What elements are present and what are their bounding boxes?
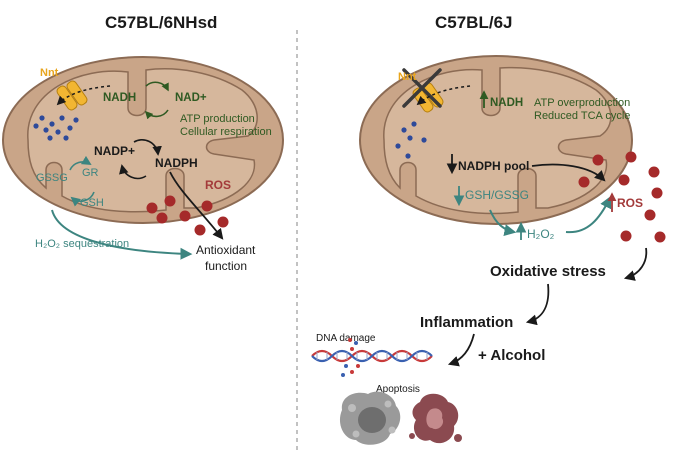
left-nad-plus-label: NAD+ [175, 92, 207, 104]
left-nadph-cycle-icon [119, 139, 162, 180]
left-proton-dots [33, 115, 79, 141]
left-atp-line1: ATP production [180, 113, 255, 125]
right-inflammation-to-dna-arrow [447, 333, 475, 367]
right-atp-line2: Reduced TCA cycle [534, 110, 630, 122]
right-nnt-label: Nnt [398, 71, 417, 83]
right-proton-dots [395, 121, 427, 159]
left-title: C57BL/6NHsd [105, 13, 217, 32]
right-inflammation-label: Inflammation [420, 314, 513, 331]
right-ros-to-stress-arrow [623, 247, 648, 281]
right-gsh-to-h2o2-arrow [489, 209, 517, 236]
right-atp-line1: ATP overproduction [534, 97, 630, 109]
right-title: C57BL/6J [435, 13, 512, 32]
right-nadph-pool-label: NADPH pool [458, 159, 529, 173]
left-nadp-plus-label: NADP+ [94, 144, 135, 158]
left-nadph-to-antioxidant-arrow [169, 171, 224, 240]
left-h2o2-sequestration-arrow [51, 209, 193, 260]
left-glutathione-cycle-icon [69, 155, 95, 207]
left-gr-label: GR [82, 167, 99, 179]
left-antioxidant-line2: function [205, 259, 247, 273]
right-oxidative-stress-label: Oxidative stress [490, 263, 606, 280]
left-gssg-label: GSSG [36, 172, 68, 184]
apoptotic-cell-gray-icon [339, 391, 401, 445]
right-h2o2-label: H₂O₂ [527, 227, 555, 241]
left-nnt-label: Nnt [40, 67, 59, 79]
left-ros-dots [146, 195, 229, 236]
left-ros-label: ROS [205, 178, 231, 192]
right-ros-label: ROS [617, 196, 643, 210]
right-h2o2-to-ros-arrow [565, 195, 612, 234]
left-nnt-transporter-icon [56, 80, 88, 111]
right-alcohol-label: + Alcohol [478, 347, 545, 364]
left-atp-line2: Cellular respiration [180, 126, 272, 138]
apoptotic-cell-red-icon [409, 393, 462, 444]
right-dna-damage-label: DNA damage [316, 333, 376, 344]
right-nadh-label: NADH [490, 97, 523, 109]
right-apoptosis-label: Apoptosis [376, 384, 420, 395]
left-nadph-label: NADPH [155, 156, 198, 170]
left-h2o2-sequestration-label: H₂O₂ sequestration [35, 238, 129, 250]
left-nadh-label: NADH [103, 92, 136, 104]
left-antioxidant-line1: Antioxidant [196, 243, 256, 257]
right-ros-dots [578, 151, 666, 243]
right-gsh-gssg-label: GSH/GSSG [465, 188, 529, 202]
left-gsh-label: GSH [80, 197, 104, 209]
dna-helix-icon [311, 338, 433, 377]
right-stress-to-inflammation-arrow [525, 283, 550, 326]
right-nadph-to-ros-arrow [531, 163, 606, 182]
left-nadh-cycle-icon [144, 81, 169, 120]
